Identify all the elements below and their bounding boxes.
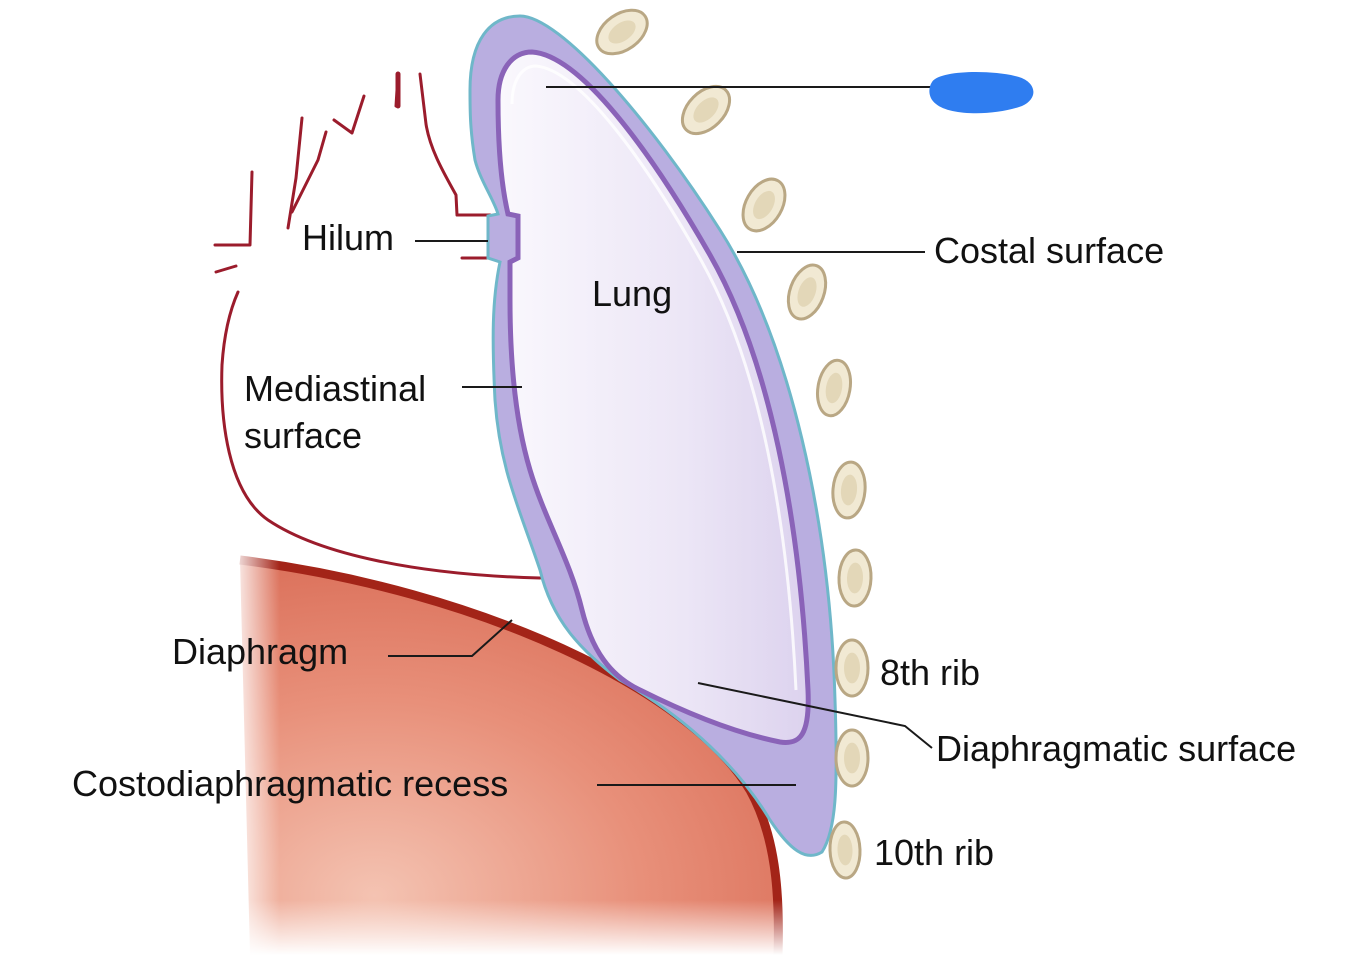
blue-redaction-mark	[929, 72, 1034, 114]
pleura	[468, 14, 838, 857]
rib-marrow	[608, 20, 636, 44]
rib-marrow	[844, 742, 860, 774]
rib-marrow	[840, 474, 858, 506]
diaphragm-label: Diaphragm	[172, 631, 349, 672]
hilum-label: Hilum	[302, 217, 395, 258]
rib-marrow	[844, 652, 860, 684]
visceral-pleura-highlight	[510, 64, 798, 691]
diaphragm	[230, 540, 830, 955]
rib-marrow	[846, 562, 864, 594]
mediastinal-surface-label-line1: Mediastinal	[244, 368, 427, 409]
rib-marrow	[837, 834, 853, 866]
costodiaphragmatic-recess-label: Costodiaphragmatic recess	[72, 763, 509, 804]
diaphragmatic-surface-label: Diaphragmatic surface	[936, 728, 1297, 769]
rib-marrow	[797, 277, 817, 307]
mediastinal-surface-label-line2: surface	[244, 414, 363, 456]
rib-marrow	[753, 190, 775, 220]
rib-marrow	[693, 97, 719, 123]
rib-8-label: 8th rib	[880, 652, 981, 693]
costal-surface-label: Costal surface	[934, 230, 1165, 271]
diaphragmatic-surface-leader	[697, 682, 933, 749]
lung-label: Lung	[592, 273, 673, 314]
ribs	[595, 8, 873, 880]
rib-10-label: 10th rib	[874, 832, 995, 873]
rib-marrow	[825, 372, 843, 404]
lung	[495, 49, 811, 745]
leader-lines	[388, 86, 935, 786]
mediastinal-surface-label: Mediastinal surface	[244, 366, 426, 460]
diaphragm-leader	[388, 619, 513, 657]
